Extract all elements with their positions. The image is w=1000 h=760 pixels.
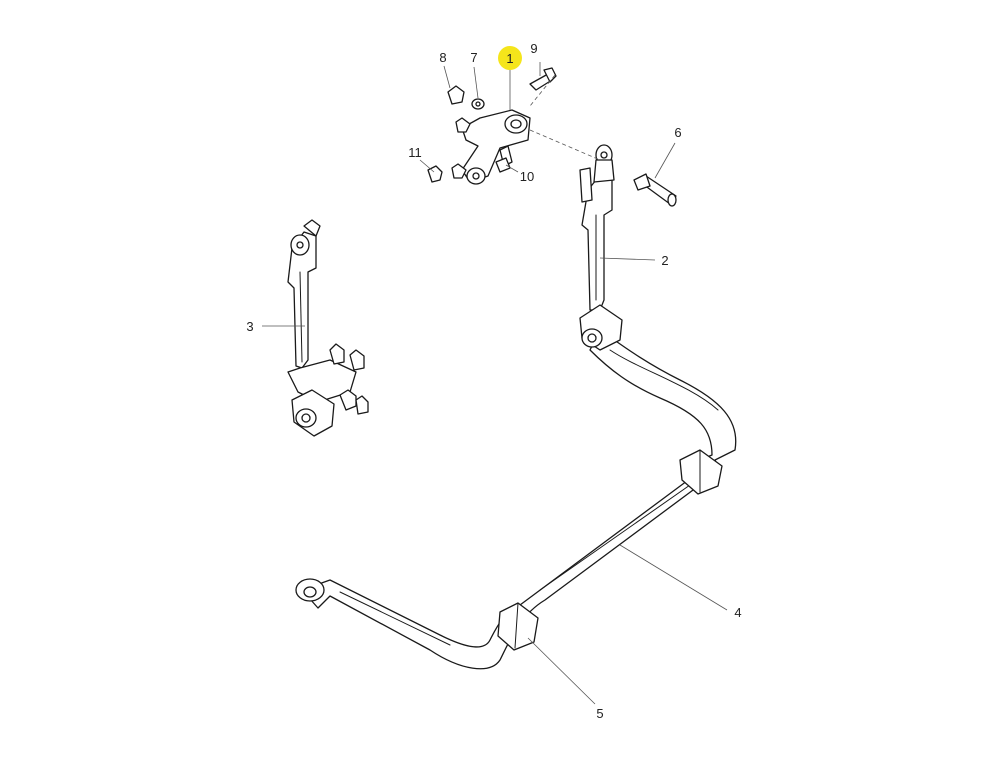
nut-8[interactable]: [447, 85, 465, 105]
callout-3-label[interactable]: 3: [246, 319, 253, 334]
washer-7[interactable]: [471, 98, 485, 110]
callout-7-label[interactable]: 7: [470, 50, 477, 65]
callout-4[interactable]: 4: [734, 605, 741, 620]
callout-2[interactable]: 2: [661, 253, 668, 268]
link-rod-right[interactable]: [579, 144, 623, 351]
leader-lines: [262, 62, 728, 705]
pin[interactable]: [633, 173, 677, 207]
callout-10-label[interactable]: 10: [520, 169, 534, 184]
callout-6[interactable]: 6: [674, 125, 681, 140]
callout-8-label[interactable]: 8: [439, 50, 446, 65]
bolt-10[interactable]: [495, 145, 513, 173]
bolt-9[interactable]: [529, 67, 557, 91]
link-rod-left[interactable]: [287, 219, 369, 437]
callout-7[interactable]: 7: [470, 50, 477, 65]
callout-11[interactable]: 11: [408, 145, 422, 160]
callout-9-label[interactable]: 9: [530, 41, 537, 56]
callout-1-label[interactable]: 1: [506, 51, 513, 66]
callout-1-highlight: [498, 46, 522, 70]
callout-4-label[interactable]: 4: [734, 605, 741, 620]
callout-1[interactable]: 1: [506, 51, 513, 66]
callouts: 1 2 3 4 5 6 7 8 9 10 11: [246, 41, 741, 721]
callout-11-label[interactable]: 11: [408, 145, 422, 160]
bracket-arm[interactable]: [451, 109, 531, 185]
callout-10[interactable]: 10: [520, 169, 534, 184]
callout-5-label[interactable]: 5: [596, 706, 603, 721]
callout-2-label[interactable]: 2: [661, 253, 668, 268]
callout-5[interactable]: 5: [596, 706, 603, 721]
stabilizer-bar[interactable]: [295, 329, 737, 670]
bushing-upper[interactable]: [679, 449, 723, 495]
callout-8[interactable]: 8: [439, 50, 446, 65]
callout-9[interactable]: 9: [530, 41, 537, 56]
callout-3[interactable]: 3: [246, 319, 253, 334]
callout-6-label[interactable]: 6: [674, 125, 681, 140]
